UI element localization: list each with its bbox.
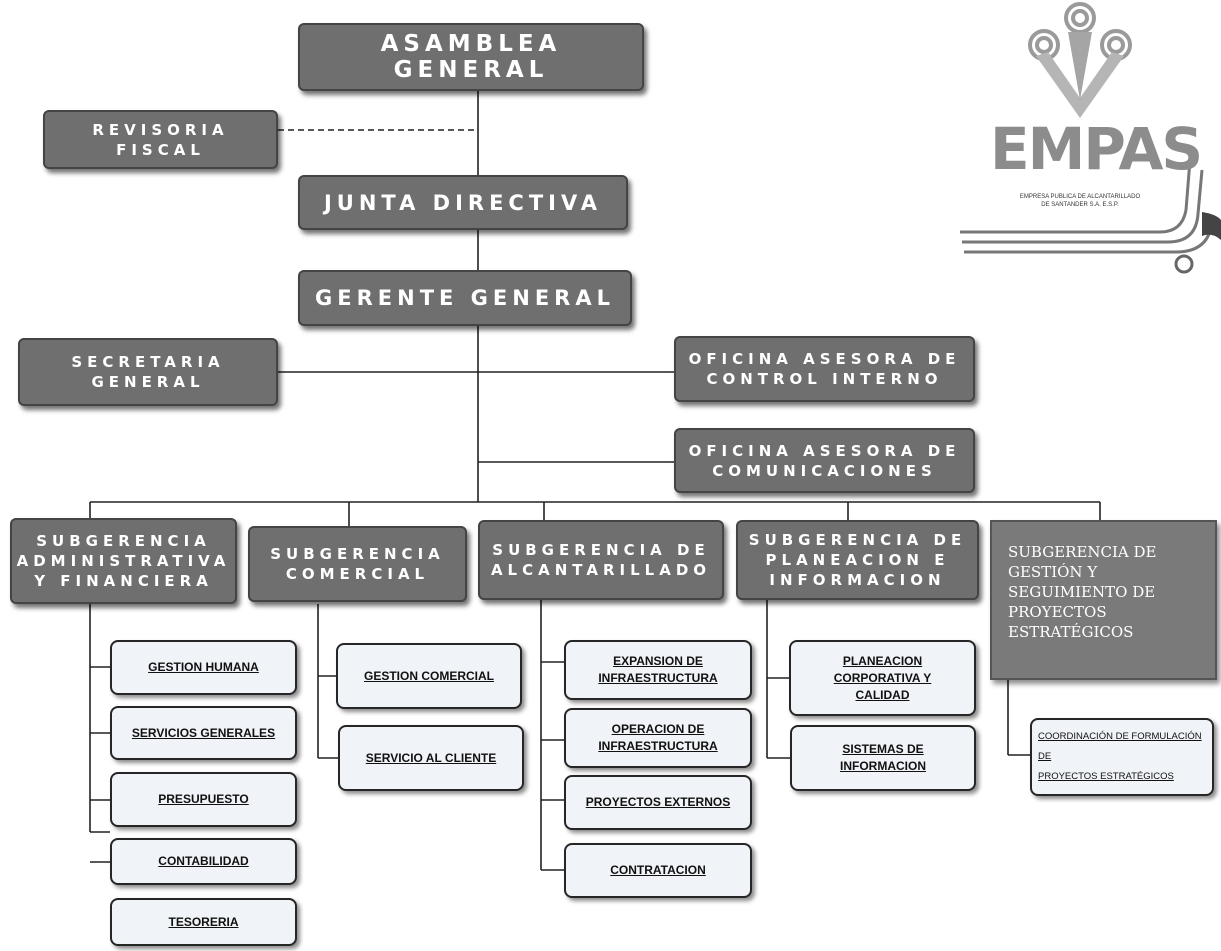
unit-line: INFORMACION [840, 759, 926, 773]
empas-logo-icon [960, 2, 1221, 274]
subgerencia-proyectos-line: ESTRATÉGICOS [1008, 623, 1134, 641]
subgerencia-administrativa-box: SUBGERENCIA ADMINISTRATIVA Y FINANCIERA [10, 518, 237, 604]
unit-proyectos-externos: PROYECTOS EXTERNOS [564, 775, 752, 830]
subgerencia-proyectos-line: PROYECTOS [1008, 603, 1107, 621]
unit-sistemas-informacion: SISTEMAS DE INFORMACION [790, 725, 976, 791]
subgerencia-proyectos-line: SUBGERENCIA DE [1008, 543, 1157, 561]
unit-line: OPERACION DE [611, 722, 705, 736]
gerente-general-box: GERENTE GENERAL [298, 270, 632, 326]
unit-line: PLANEACION [842, 653, 923, 668]
unit-line: INFRAESTRUCTURA [598, 671, 718, 685]
unit-presupuesto: PRESUPUESTO [110, 772, 297, 827]
logo-subtitle: EMPRESA PUBLICA DE ALCANTARILLADO DE SAN… [1019, 194, 1141, 208]
unit-operacion-infraestructura: OPERACION DE INFRAESTRUCTURA [564, 708, 752, 768]
unit-expansion-infraestructura: EXPANSION DE INFRAESTRUCTURA [564, 640, 752, 700]
unit-line: SISTEMAS DE [842, 742, 924, 756]
unit-servicios-generales: SERVICIOS GENERALES [110, 706, 297, 760]
subgerencia-proyectos-box: SUBGERENCIA DE GESTIÓN Y SEGUIMIENTO DE … [990, 520, 1217, 680]
subgerencia-alcantarillado-box: SUBGERENCIA DE ALCANTARILLADO [478, 520, 724, 600]
unit-servicio-al-cliente: SERVICIO AL CLIENTE [338, 725, 524, 791]
subgerencia-comercial-box: SUBGERENCIA COMERCIAL [248, 526, 467, 602]
unit-line: PROYECTOS ESTRATÉGICOS [1038, 771, 1174, 782]
unit-contratacion: CONTRATACION [564, 843, 752, 898]
secretaria-general-box: SECRETARIA GENERAL [18, 338, 278, 406]
unit-tesoreria: TESORERIA [110, 898, 297, 946]
unit-line: CONTRATACION [610, 863, 706, 877]
unit-gestion-comercial: GESTION COMERCIAL [336, 643, 522, 709]
unit-coordinacion-formulacion: COORDINACIÓN DE FORMULACIÓN DE PROYECTOS … [1030, 718, 1214, 796]
unit-planeacion-corporativa: PLANEACION CORPORATIVA Y CALIDAD [789, 640, 976, 716]
logo-wordmark: EMPAS [990, 115, 1203, 183]
subgerencia-planeacion-box: SUBGERENCIA DE PLANEACION E INFORMACION [736, 520, 979, 600]
unit-line: COORDINACIÓN DE FORMULACIÓN DE [1038, 731, 1202, 762]
subgerencia-proyectos-line: GESTIÓN Y [1008, 563, 1098, 581]
unit-gestion-humana: GESTION HUMANA [110, 640, 297, 695]
unit-contabilidad: CONTABILIDAD [110, 838, 297, 885]
junta-directiva-box: JUNTA DIRECTIVA [298, 175, 628, 230]
revisoria-fiscal-box: REVISORIA FISCAL [43, 110, 278, 169]
unit-line: CALIDAD [855, 687, 910, 702]
control-interno-box: OFICINA ASESORA DE CONTROL INTERNO [674, 336, 975, 402]
asamblea-general-box: ASAMBLEA GENERAL [298, 23, 644, 91]
unit-line: EXPANSION DE [613, 654, 703, 668]
unit-line: INFRAESTRUCTURA [598, 739, 718, 753]
subgerencia-proyectos-line: SEGUIMIENTO DE [1008, 583, 1156, 601]
unit-line: PROYECTOS EXTERNOS [585, 795, 731, 809]
comunicaciones-box: OFICINA ASESORA DE COMUNICACIONES [674, 428, 975, 493]
unit-line: CORPORATIVA Y [833, 670, 932, 685]
